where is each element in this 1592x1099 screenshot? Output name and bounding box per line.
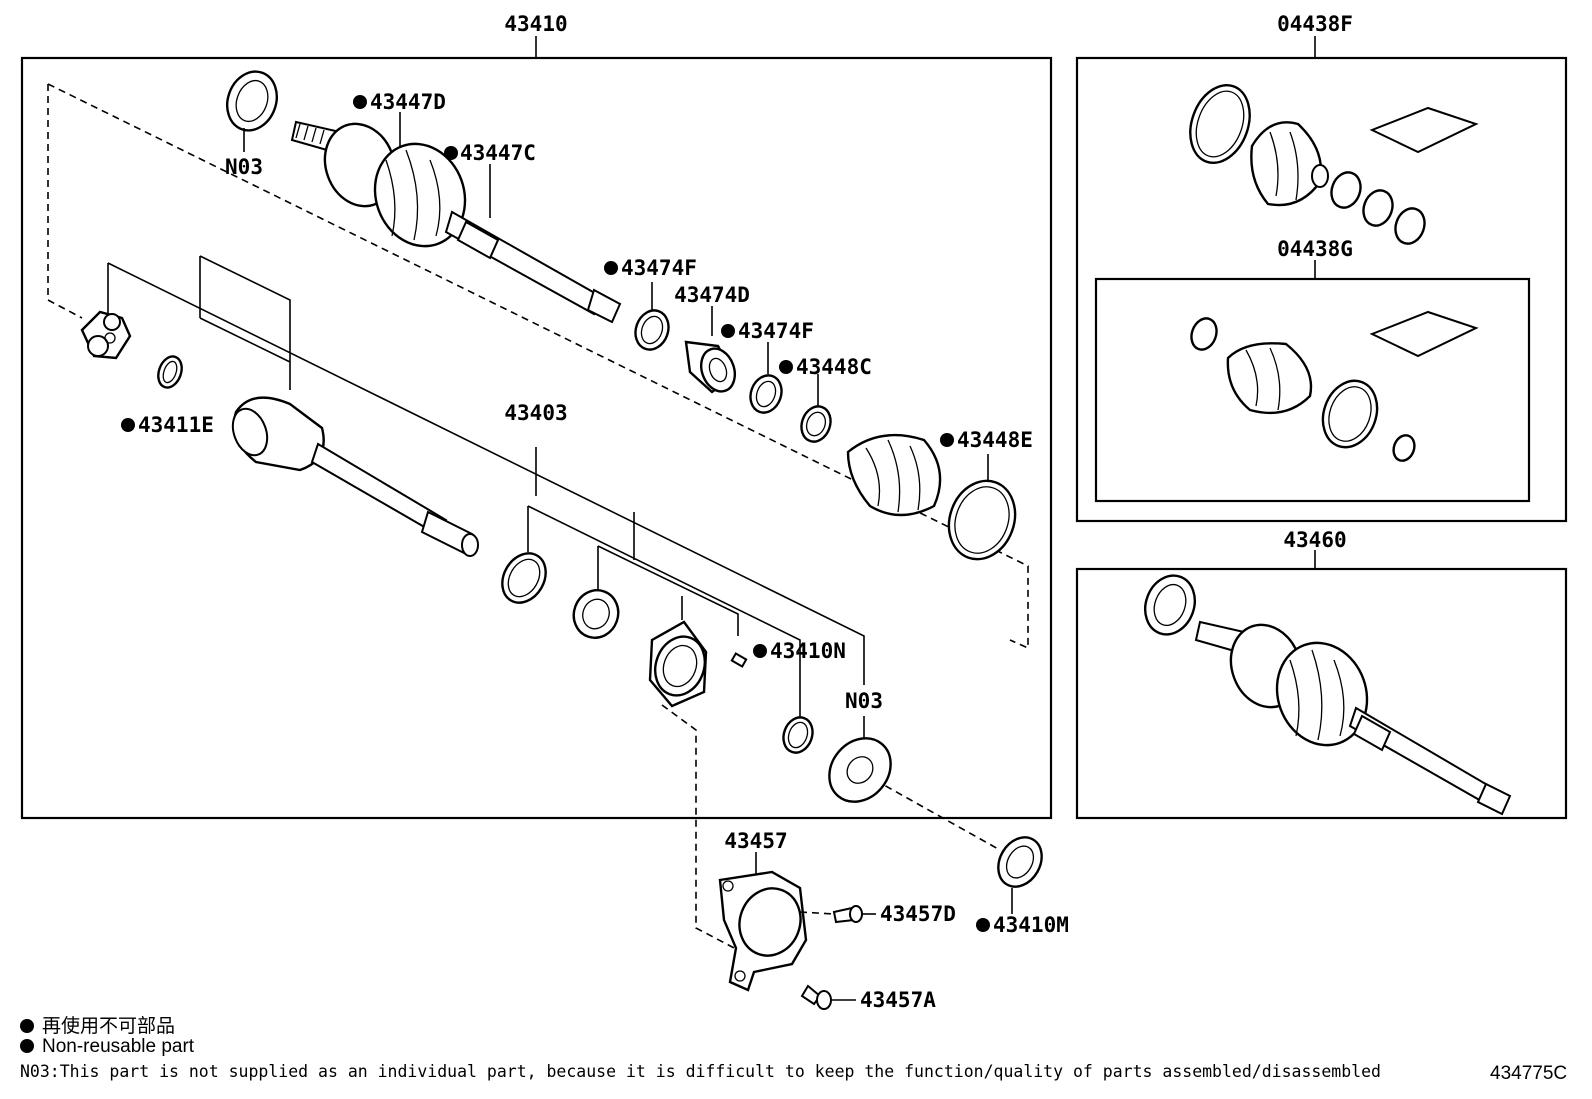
callout-43448E[interactable]: 43448E: [957, 428, 1033, 452]
callout-43448C[interactable]: 43448C: [796, 355, 872, 379]
callout-43457D[interactable]: 43457D: [880, 902, 956, 926]
legend-non-reusable-en: Non-reusable part: [20, 1036, 194, 1058]
callout-43447C[interactable]: 43447C: [460, 141, 536, 165]
non-reusable-marker: [721, 324, 735, 338]
seal-43410M-part[interactable]: [990, 829, 1051, 914]
non-reusable-marker: [753, 644, 767, 658]
main-assembly-part-number[interactable]: 43410: [504, 12, 567, 36]
non-reusable-marker: [940, 433, 954, 447]
boot-kit-inner-part-number[interactable]: 04438G: [1277, 237, 1353, 261]
boot-kit-outer-parts[interactable]: [1180, 77, 1479, 248]
tripod-joint-part[interactable]: [80, 310, 132, 360]
callout-43474F-b[interactable]: 43474F: [738, 319, 814, 343]
bolt-43457A-part[interactable]: [800, 984, 832, 1010]
boot-kit-outer-frame: [1075, 56, 1568, 523]
boot-kit-inner-parts[interactable]: [1187, 310, 1479, 464]
bracket-part-number[interactable]: 43457: [724, 829, 787, 853]
non-reusable-marker: [121, 418, 135, 432]
callout-43447D[interactable]: 43447D: [370, 90, 446, 114]
inner-shaft-part-number[interactable]: 43403: [504, 401, 567, 425]
snap-ring-43411E-part[interactable]: [154, 353, 186, 391]
n03-washer-part[interactable]: [817, 726, 904, 814]
legend-non-reusable-jp: 再使用不可部品: [20, 1011, 175, 1038]
ring-43474F-b-part[interactable]: [745, 371, 786, 417]
legend-en-text: Non-reusable part: [42, 1036, 195, 1057]
outer-joint-assy-frame: [1075, 567, 1568, 820]
damper-43474D-part[interactable]: [684, 340, 741, 396]
non-reusable-marker: [444, 146, 458, 160]
boot-kit-inner-frame: [1094, 277, 1531, 503]
non-reusable-marker: [353, 95, 367, 109]
pin-43410N-part[interactable]: [730, 652, 748, 668]
clamp-43448C-part[interactable]: [797, 402, 836, 445]
callout-43411E[interactable]: 43411E: [138, 413, 214, 437]
outer-joint-assy-parts[interactable]: [1137, 569, 1512, 816]
ring-43474F-a-part[interactable]: [630, 306, 674, 355]
bolt-43457D-part[interactable]: [832, 905, 863, 924]
callout-43474F-a[interactable]: 43474F: [621, 256, 697, 280]
dashed-assembly-line-top: [47, 83, 1029, 650]
boot-part[interactable]: [846, 433, 942, 517]
callout-43410M[interactable]: 43410M: [993, 913, 1069, 937]
dashed-assembly-line-seal: [874, 779, 1001, 851]
ring-lower-part[interactable]: [779, 713, 818, 756]
center-bearing-part[interactable]: [647, 620, 713, 708]
n03-mid-callout[interactable]: N03: [845, 689, 883, 713]
oil-seal-lower-part[interactable]: [567, 584, 625, 644]
filled-circle-icon: [20, 1019, 34, 1033]
callout-43410N[interactable]: 43410N: [770, 639, 846, 663]
legend-jp-text: 再使用不可部品: [42, 1016, 176, 1037]
callout-43457A[interactable]: 43457A: [860, 988, 936, 1012]
clamp-43448E-part[interactable]: [938, 471, 1026, 568]
non-reusable-marker: [779, 360, 793, 374]
outer-joint-assy-part-number[interactable]: 43460: [1283, 528, 1346, 552]
n03-footnote: N03:This part is not supplied as an indi…: [20, 1062, 1381, 1081]
n03-top-callout[interactable]: N03: [225, 155, 263, 179]
bracket-43457-part[interactable]: [718, 870, 810, 992]
callout-43474D[interactable]: 43474D: [674, 283, 750, 307]
dashed-assembly-line-left: [47, 84, 83, 319]
boot-kit-outer-part-number[interactable]: 04438F: [1277, 12, 1353, 36]
non-reusable-marker: [604, 261, 618, 275]
outer-joint-shaft-part[interactable]: [290, 114, 622, 324]
illustration-code: 434775C: [1490, 1063, 1568, 1084]
snap-ring-lower-part[interactable]: [494, 545, 555, 610]
inner-joint-shaft-part[interactable]: [227, 396, 479, 557]
n03-top-seal-part[interactable]: [219, 65, 285, 152]
inner-shaft-bracket-lines: [107, 255, 865, 720]
non-reusable-marker: [976, 918, 990, 932]
filled-circle-icon: [20, 1039, 34, 1053]
